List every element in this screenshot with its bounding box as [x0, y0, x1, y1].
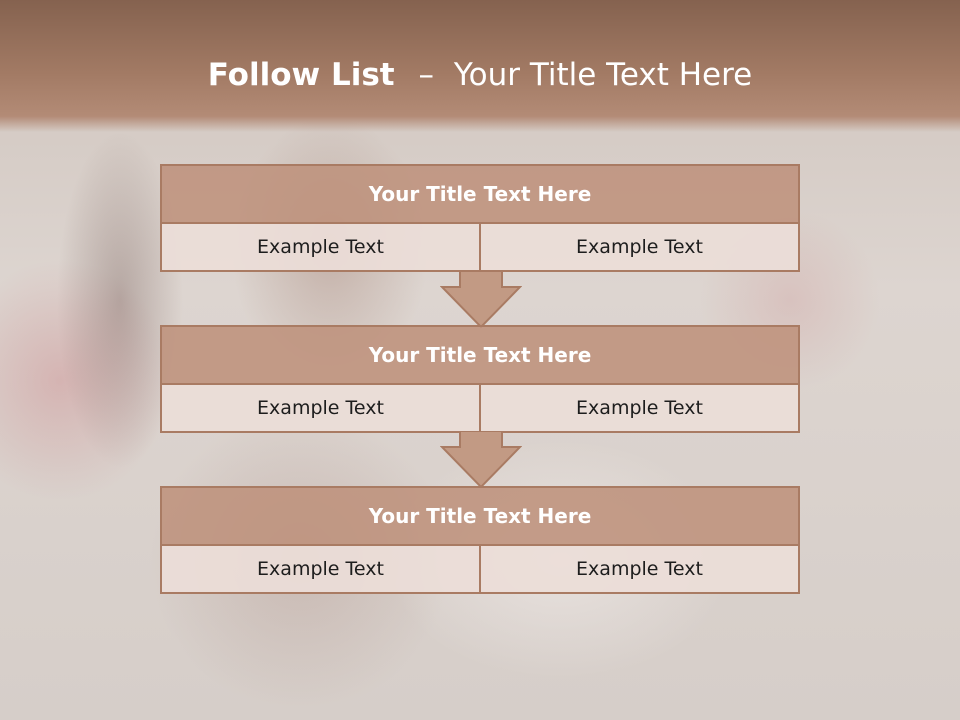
- step-box-1: Your Title Text Here Example Text Exampl…: [160, 164, 800, 272]
- step-title: Your Title Text Here: [162, 166, 798, 224]
- step-cell-right: Example Text: [479, 224, 798, 270]
- step-cell-left: Example Text: [162, 385, 479, 431]
- step-cell-right: Example Text: [479, 385, 798, 431]
- step-box-3: Your Title Text Here Example Text Exampl…: [160, 486, 800, 594]
- step-row: Example Text Example Text: [162, 385, 798, 431]
- down-arrow-icon: [440, 431, 522, 489]
- step-cell-right: Example Text: [479, 546, 798, 592]
- slide-title-rest: Your Title Text Here: [453, 57, 753, 93]
- slide-title: Follow List – Your Title Text Here: [0, 52, 960, 98]
- step-box-2: Your Title Text Here Example Text Exampl…: [160, 325, 800, 433]
- step-title: Your Title Text Here: [162, 327, 798, 385]
- step-cell-left: Example Text: [162, 546, 479, 592]
- step-cell-left: Example Text: [162, 224, 479, 270]
- step-title: Your Title Text Here: [162, 488, 798, 546]
- slide-title-separator: –: [418, 57, 434, 93]
- title-bar: Follow List – Your Title Text Here: [0, 0, 960, 132]
- step-row: Example Text Example Text: [162, 224, 798, 270]
- step-row: Example Text Example Text: [162, 546, 798, 592]
- slide-title-bold: Follow List: [207, 57, 395, 93]
- down-arrow-icon: [440, 271, 522, 329]
